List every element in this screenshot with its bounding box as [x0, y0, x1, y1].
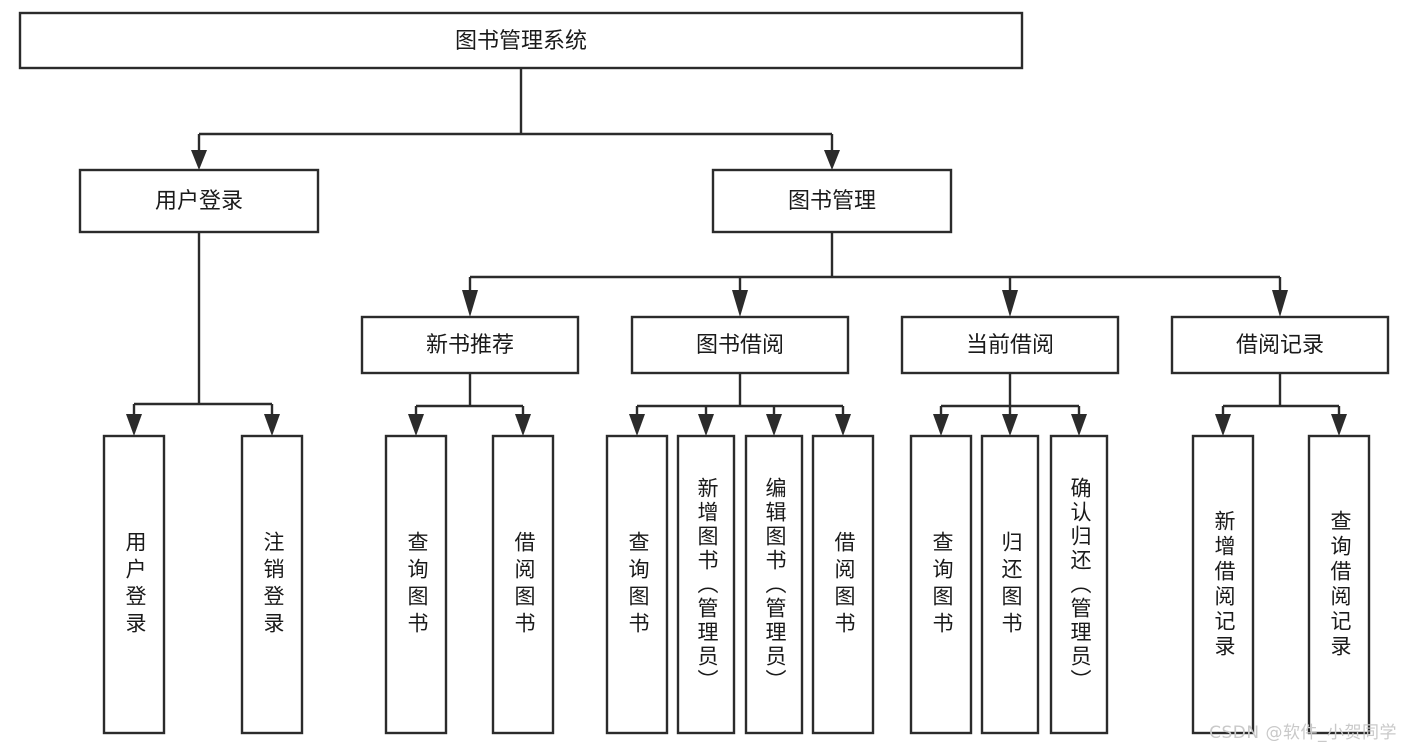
arrowhead-book-manage: [824, 150, 840, 170]
node-leaf-add-book-box[interactable]: [676, 434, 736, 735]
node-book-borrow-label: 图书借阅: [696, 333, 784, 358]
node-user-login-label: 用户登录: [155, 189, 243, 214]
node-leaf-query-book-3-label: 查询图书: [930, 531, 954, 639]
node-book-manage-box[interactable]: [711, 168, 953, 234]
node-leaf-query-book-1-box[interactable]: [384, 434, 448, 735]
node-leaf-user-logout[interactable]: 注销登录: [240, 434, 304, 735]
node-leaf-add-record-box[interactable]: [1191, 434, 1255, 735]
arrowhead-leaf-edit-book: [766, 414, 782, 436]
node-borrow-record-label: 借阅记录: [1236, 333, 1324, 358]
node-leaf-borrow-book-2[interactable]: 借阅图书: [811, 434, 875, 735]
node-leaf-query-book-1-label: 查询图书: [405, 531, 429, 639]
node-leaf-borrow-book-2-box[interactable]: [811, 434, 875, 735]
node-user-login[interactable]: 用户登录: [78, 168, 320, 234]
node-leaf-user-logout-box[interactable]: [240, 434, 304, 735]
node-leaf-query-book-3-box[interactable]: [909, 434, 973, 735]
arrowhead-borrow-record: [1272, 290, 1288, 317]
node-user-login-box[interactable]: [78, 168, 320, 234]
node-leaf-return-book-box[interactable]: [980, 434, 1040, 735]
arrowhead-leaf-return-book: [1002, 414, 1018, 436]
arrowhead-new-book-recommend: [462, 290, 478, 317]
node-current-borrow-box[interactable]: [900, 315, 1120, 375]
node-root-label: 图书管理系统: [455, 29, 587, 54]
node-leaf-borrow-book-1-label: 借阅图书: [512, 531, 536, 639]
node-leaf-user-logout-label: 注销登录: [261, 531, 285, 639]
node-leaf-add-book[interactable]: 新增图书（管理员）: [676, 434, 736, 735]
node-new-book-recommend[interactable]: 新书推荐: [360, 315, 580, 375]
node-leaf-query-book-2[interactable]: 查询图书: [605, 434, 669, 735]
node-book-manage[interactable]: 图书管理: [711, 168, 953, 234]
node-leaf-return-book[interactable]: 归还图书: [980, 434, 1040, 735]
arrowhead-leaf-query-record: [1331, 414, 1347, 436]
node-leaf-borrow-book-1-box[interactable]: [491, 434, 555, 735]
arrowhead-leaf-user-login: [126, 414, 142, 436]
node-new-book-recommend-label: 新书推荐: [426, 333, 514, 358]
arrowhead-user-login: [191, 150, 207, 170]
node-current-borrow[interactable]: 当前借阅: [900, 315, 1120, 375]
node-leaf-confirm-return[interactable]: 确认归还（管理员）: [1049, 434, 1109, 735]
arrowhead-leaf-add-book: [698, 414, 714, 436]
arrowhead-leaf-confirm-return: [1071, 414, 1087, 436]
node-leaf-edit-book-label: 编辑图书（管理员）: [763, 477, 787, 693]
node-leaf-edit-book[interactable]: 编辑图书（管理员）: [744, 434, 804, 735]
arrowhead-current-borrow: [1002, 290, 1018, 317]
node-root[interactable]: 图书管理系统: [18, 11, 1024, 70]
arrowhead-book-borrow: [732, 290, 748, 317]
node-leaf-confirm-return-label: 确认归还（管理员）: [1068, 477, 1092, 693]
arrowhead-leaf-add-record: [1215, 414, 1231, 436]
node-leaf-query-record-box[interactable]: [1307, 434, 1371, 735]
node-leaf-return-book-label: 归还图书: [999, 531, 1023, 639]
node-leaf-query-record[interactable]: 查询借阅记录: [1307, 434, 1371, 735]
arrowhead-leaf-query-book-3: [933, 414, 949, 436]
node-leaf-borrow-book-2-label: 借阅图书: [832, 531, 856, 639]
node-current-borrow-label: 当前借阅: [966, 333, 1054, 358]
node-root-box[interactable]: [18, 11, 1024, 70]
node-book-borrow[interactable]: 图书借阅: [630, 315, 850, 375]
node-leaf-borrow-book-1[interactable]: 借阅图书: [491, 434, 555, 735]
node-leaf-edit-book-box[interactable]: [744, 434, 804, 735]
node-leaf-confirm-return-box[interactable]: [1049, 434, 1109, 735]
arrowhead-leaf-query-book-1: [408, 414, 424, 436]
node-leaf-user-login-box[interactable]: [102, 434, 166, 735]
node-leaf-query-book-1[interactable]: 查询图书: [384, 434, 448, 735]
arrowhead-leaf-borrow-book-1: [515, 414, 531, 436]
node-leaf-user-login[interactable]: 用户登录: [102, 434, 166, 735]
node-leaf-query-record-label: 查询借阅记录: [1328, 510, 1352, 660]
connector-layer: [126, 68, 1347, 436]
node-leaf-add-book-label: 新增图书（管理员）: [695, 477, 719, 693]
node-leaf-query-book-3[interactable]: 查询图书: [909, 434, 973, 735]
node-book-borrow-box[interactable]: [630, 315, 850, 375]
node-leaf-add-record-label: 新增借阅记录: [1212, 510, 1236, 660]
node-book-manage-label: 图书管理: [788, 189, 876, 214]
node-borrow-record-box[interactable]: [1170, 315, 1390, 375]
node-leaf-query-book-2-label: 查询图书: [626, 531, 650, 639]
arrowhead-leaf-borrow-book-2: [835, 414, 851, 436]
node-leaf-query-book-2-box[interactable]: [605, 434, 669, 735]
arrowhead-leaf-user-logout: [264, 414, 280, 436]
node-leaf-add-record[interactable]: 新增借阅记录: [1191, 434, 1255, 735]
node-leaf-user-login-label: 用户登录: [123, 531, 147, 639]
arrowhead-leaf-query-book-2: [629, 414, 645, 436]
node-borrow-record[interactable]: 借阅记录: [1170, 315, 1390, 375]
node-new-book-recommend-box[interactable]: [360, 315, 580, 375]
